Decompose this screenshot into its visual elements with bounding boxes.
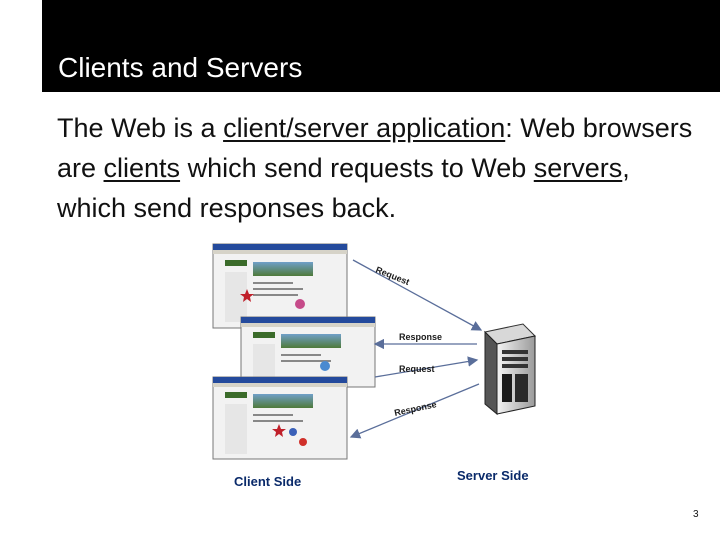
arrow-request-mid xyxy=(374,356,479,378)
arrow-request-top xyxy=(352,259,483,331)
browser-screenshot-icon xyxy=(212,243,348,329)
browser-screenshot-icon xyxy=(240,316,376,388)
body-link-servers: servers xyxy=(533,153,623,183)
label-request-mid: Request xyxy=(399,364,435,374)
body-text-4: , which send responses back. xyxy=(57,153,630,223)
arrow-response-bottom xyxy=(349,383,480,439)
client-server-diagram: Request Response Request Response Client… xyxy=(212,243,537,489)
arrows xyxy=(349,259,483,439)
label-request-top: Request xyxy=(374,265,411,288)
body-text-3: which send requests to Web xyxy=(180,153,534,183)
browser-screenshot-icon xyxy=(212,376,348,460)
slide-body-text: The Web is a client/server application: … xyxy=(57,108,697,228)
server-side-label: Server Side xyxy=(457,468,529,483)
slide-number: 3 xyxy=(693,509,699,520)
body-link-client-server-application: client/server application xyxy=(223,113,506,143)
client-side-label: Client Side xyxy=(234,474,301,489)
slide-title: Clients and Servers xyxy=(58,52,303,83)
body-text-1: The Web is a xyxy=(57,113,224,143)
label-response-mid: Response xyxy=(399,332,442,342)
server-tower-icon xyxy=(483,323,537,416)
body-link-clients: clients xyxy=(103,153,181,183)
body-text-2: : Web browsers are xyxy=(57,113,693,183)
title-bar: Clients and Servers xyxy=(42,0,720,92)
label-response-bottom: Response xyxy=(393,399,437,418)
